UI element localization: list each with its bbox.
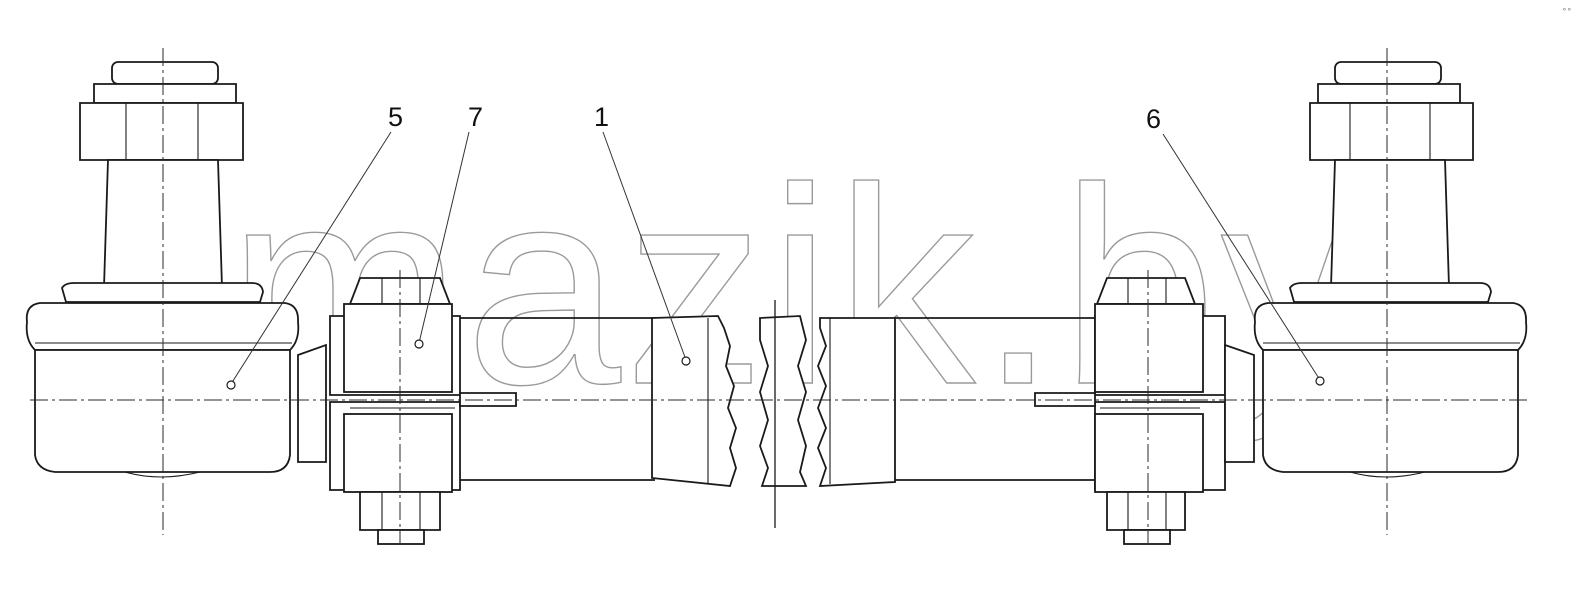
leader-dot-6 <box>1315 376 1325 386</box>
left-tube <box>460 315 737 487</box>
centerlines <box>30 48 1530 545</box>
callout-6: 6 <box>1146 104 1161 134</box>
callout-7: 7 <box>468 102 483 132</box>
left-clamp <box>297 277 517 545</box>
callout-1: 1 <box>594 102 609 132</box>
leader-lines <box>226 131 1325 390</box>
right-ball-joint <box>1253 61 1528 478</box>
leader-dot-5 <box>226 380 236 390</box>
leader-dot-1 <box>681 356 691 366</box>
break-strip <box>759 315 808 487</box>
corner-mark: °° <box>1562 7 1572 16</box>
leader-dot-7 <box>414 339 424 349</box>
right-tube <box>817 317 1095 487</box>
callout-5: 5 <box>388 102 403 132</box>
right-clamp <box>1034 277 1255 545</box>
